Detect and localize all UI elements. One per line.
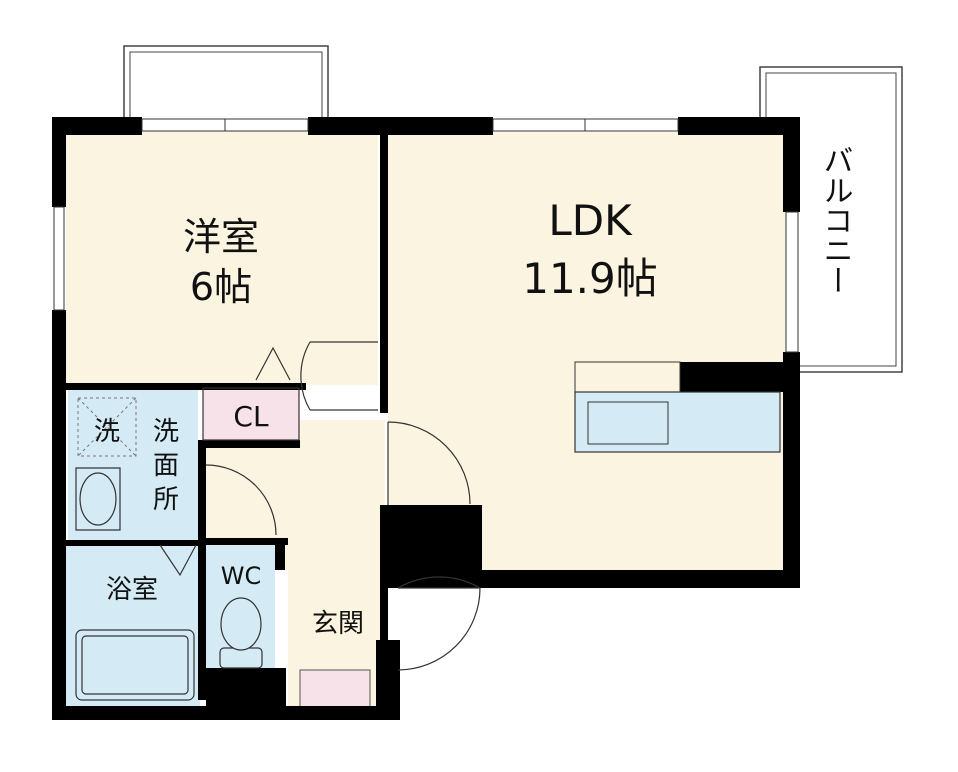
toilet-label: WC [221, 562, 262, 590]
kitchen-counter [574, 361, 781, 453]
ldk-floor [388, 132, 788, 574]
toilet-bowl [219, 597, 263, 669]
washroom-floor [68, 390, 198, 540]
balcony-top [123, 45, 329, 121]
laundry-label: 洗 [94, 417, 120, 447]
washroom-label-char-3: 所 [153, 485, 179, 515]
western-room-name: 洋室 [183, 215, 259, 259]
washroom-label-char-2: 面 [153, 451, 179, 481]
western-room-size: 6帖 [190, 265, 252, 309]
washing-machine-space [77, 397, 137, 457]
ldk-name: LDK [548, 196, 633, 245]
bath-floor [65, 545, 200, 710]
shoe-box [299, 669, 371, 713]
ldk-size: 11.9帖 [522, 254, 658, 303]
windows [53, 118, 799, 353]
walls [52, 117, 800, 720]
doors [159, 341, 481, 671]
balcony-label: バルコニー [818, 145, 853, 295]
closet-floor [203, 388, 299, 440]
washbasin [75, 467, 121, 531]
washroom-label-char-1: 洗 [153, 417, 179, 447]
closet-label: CL [233, 400, 269, 433]
bathtub [75, 629, 195, 701]
bath-label: 浴室 [106, 575, 158, 605]
entrance-label: 玄関 [312, 609, 364, 639]
